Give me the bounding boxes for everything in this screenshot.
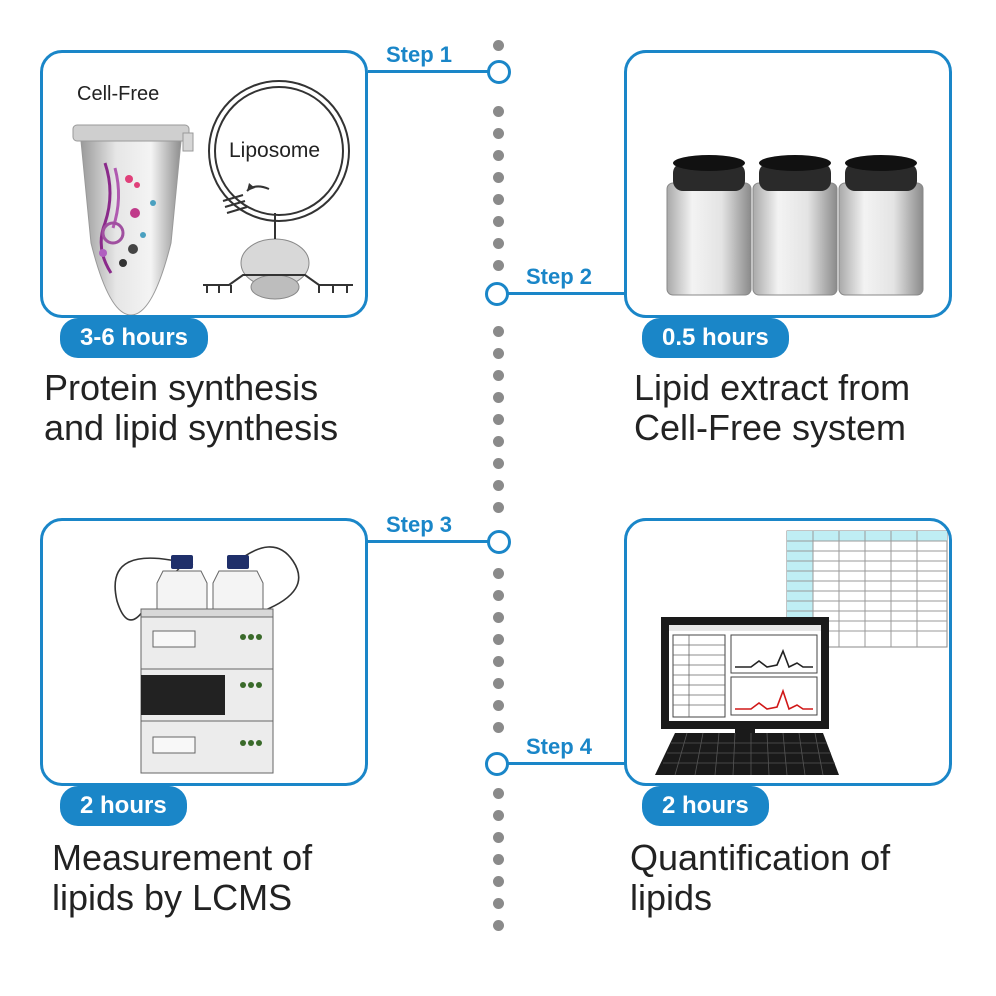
timeline-dot [493,502,504,513]
timeline-dot [493,348,504,359]
step2-label: Step 2 [526,264,593,289]
timeline-dot [493,898,504,909]
timeline-dot [493,370,504,381]
step1-connector [368,70,494,73]
timeline-dot [493,458,504,469]
timeline-dot [493,590,504,601]
step4-connector [505,762,627,765]
bottles-icon [666,155,924,296]
timeline-dot [493,194,504,205]
liposome-icon: Liposome [203,80,353,300]
computer-monitor-icon [661,617,829,749]
timeline-dot [493,392,504,403]
lcms-instrument-icon [114,546,300,774]
step3-panel [40,518,368,786]
timeline-dot [493,480,504,491]
step1-node-icon [487,60,511,84]
timeline-dot [493,568,504,579]
timeline-dot [493,810,504,821]
timeline-dot [493,656,504,667]
timeline-dot [493,238,504,249]
timeline-dot [493,40,504,51]
timeline-dot [493,788,504,799]
timeline-dot [493,216,504,227]
timeline-dot [493,832,504,843]
timeline-dot [493,172,504,183]
step3-node-icon [487,530,511,554]
timeline-dot [493,678,504,689]
timeline-dot [493,260,504,271]
timeline-dot [493,612,504,623]
step4-panel [624,518,952,786]
timeline-dot [493,700,504,711]
step2-time-badge: 0.5 hours [642,318,789,358]
step3-time-badge: 2 hours [60,786,187,826]
step2-connector [505,292,627,295]
step3-label: Step 3 [386,512,453,537]
step1-illustration: Cell-Free [72,80,353,315]
step1-time-badge: 3-6 hours [60,318,209,358]
timeline-dot [493,876,504,887]
step2-caption: Lipid extract from Cell-Free system [634,367,911,448]
timeline-dot [493,150,504,161]
step4-time-badge: 2 hours [642,786,769,826]
timeline-dot [493,128,504,139]
step1-label: Step 1 [386,42,453,67]
cell-free-label: Cell-Free [77,83,159,105]
timeline-dot [493,106,504,117]
timeline-dot [493,414,504,425]
step1-caption: Protein synthesis and lipid synthesis [44,367,339,448]
step4-illustration [655,530,948,776]
step3-caption: Measurement of lipids by LCMS [52,837,313,918]
timeline-dot [493,854,504,865]
step2-panel [624,50,952,318]
step2-node-icon [485,282,509,306]
timeline-dot [493,634,504,645]
timeline-dot [493,920,504,931]
step1-panel: Cell-Free [40,50,368,318]
timeline-dot [493,722,504,733]
keyboard-icon [655,732,839,776]
step4-node-icon [485,752,509,776]
timeline-dot [493,436,504,447]
liposome-label: Liposome [229,139,320,162]
step3-connector [368,540,494,543]
timeline-dot [493,326,504,337]
tube-icon [72,124,194,315]
step4-label: Step 4 [526,734,593,759]
step4-caption: Quantification of lipids [630,837,891,918]
